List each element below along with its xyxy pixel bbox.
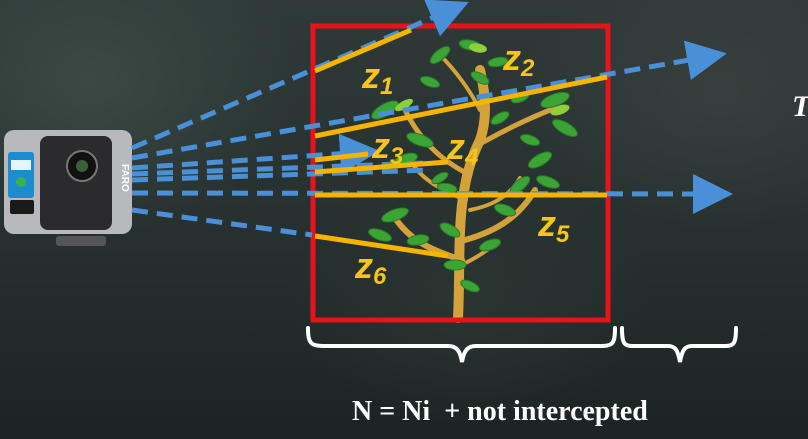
laser-ray [131, 167, 431, 183]
tree-leaf [479, 238, 501, 252]
path-segments [314, 27, 608, 259]
tree-leaf [368, 228, 392, 242]
path-segment-z1 [314, 27, 412, 74]
path-segment-z2 [314, 74, 608, 139]
tree-leaf [527, 151, 553, 169]
tree-leaf [550, 104, 570, 116]
path-segment-z3 [314, 151, 369, 163]
label-z6: z6 [354, 245, 387, 290]
laser-scanner: FARO [4, 130, 132, 246]
tree-leaf [381, 207, 409, 223]
equation: N = Ni + not intercepted [352, 396, 648, 428]
tree-leaf [494, 203, 516, 217]
tree-leaf [406, 234, 430, 246]
tree-leaf [470, 71, 490, 85]
label-z2: z2 [502, 37, 535, 82]
scanner-screen-panel [11, 160, 31, 170]
tree-leaf [552, 119, 578, 137]
scanner-brand-label: FARO [119, 164, 130, 192]
tree-leaf [540, 91, 570, 109]
scanner-screen-icon [16, 177, 26, 187]
laser-ray [131, 133, 380, 174]
bracket-intercepted [306, 326, 617, 363]
laser-ray [131, 173, 733, 214]
tree-illustration [368, 39, 578, 323]
tree-leaf [469, 43, 487, 53]
path-labels: z1 z2 z3 z4 z5 z6 [354, 37, 570, 290]
laser-ray [131, 207, 313, 238]
tree-leaf [490, 111, 510, 125]
tree-leaf [395, 98, 413, 112]
path-segment-z4 [314, 159, 449, 175]
tree-leaf [431, 171, 449, 185]
scanner-screen [8, 152, 34, 198]
label-z5: z5 [537, 203, 570, 248]
tree-leaf [487, 56, 509, 68]
scanner-lens-center [76, 160, 88, 172]
tree-leaf [443, 259, 467, 271]
equation-rhs: + not intercepted [444, 396, 648, 427]
path-segment-z6 [314, 233, 449, 259]
tree-leaf [439, 222, 461, 238]
tree-leaf [406, 132, 434, 148]
tree-leaf [460, 279, 480, 293]
tree-leaf [519, 134, 541, 146]
curly-brackets [306, 326, 738, 363]
tree-leaf [419, 76, 441, 88]
laser-rays [131, 0, 733, 238]
tree-leaf [536, 175, 560, 189]
bracket-not-intercepted [620, 326, 738, 363]
cropped-text: T [792, 90, 808, 124]
label-z3: z3 [371, 125, 404, 170]
scanner-mirror-housing [40, 136, 112, 230]
equation-lhs: N = Ni [352, 396, 431, 427]
label-z4: z4 [446, 126, 478, 171]
label-z1: z1 [361, 55, 393, 100]
scanner-buttons [10, 200, 34, 214]
laser-ray [131, 0, 469, 151]
tree-branch [475, 105, 558, 148]
laser-ray [131, 40, 727, 161]
tree-leaf [429, 45, 451, 65]
scanner-foot [56, 236, 106, 246]
